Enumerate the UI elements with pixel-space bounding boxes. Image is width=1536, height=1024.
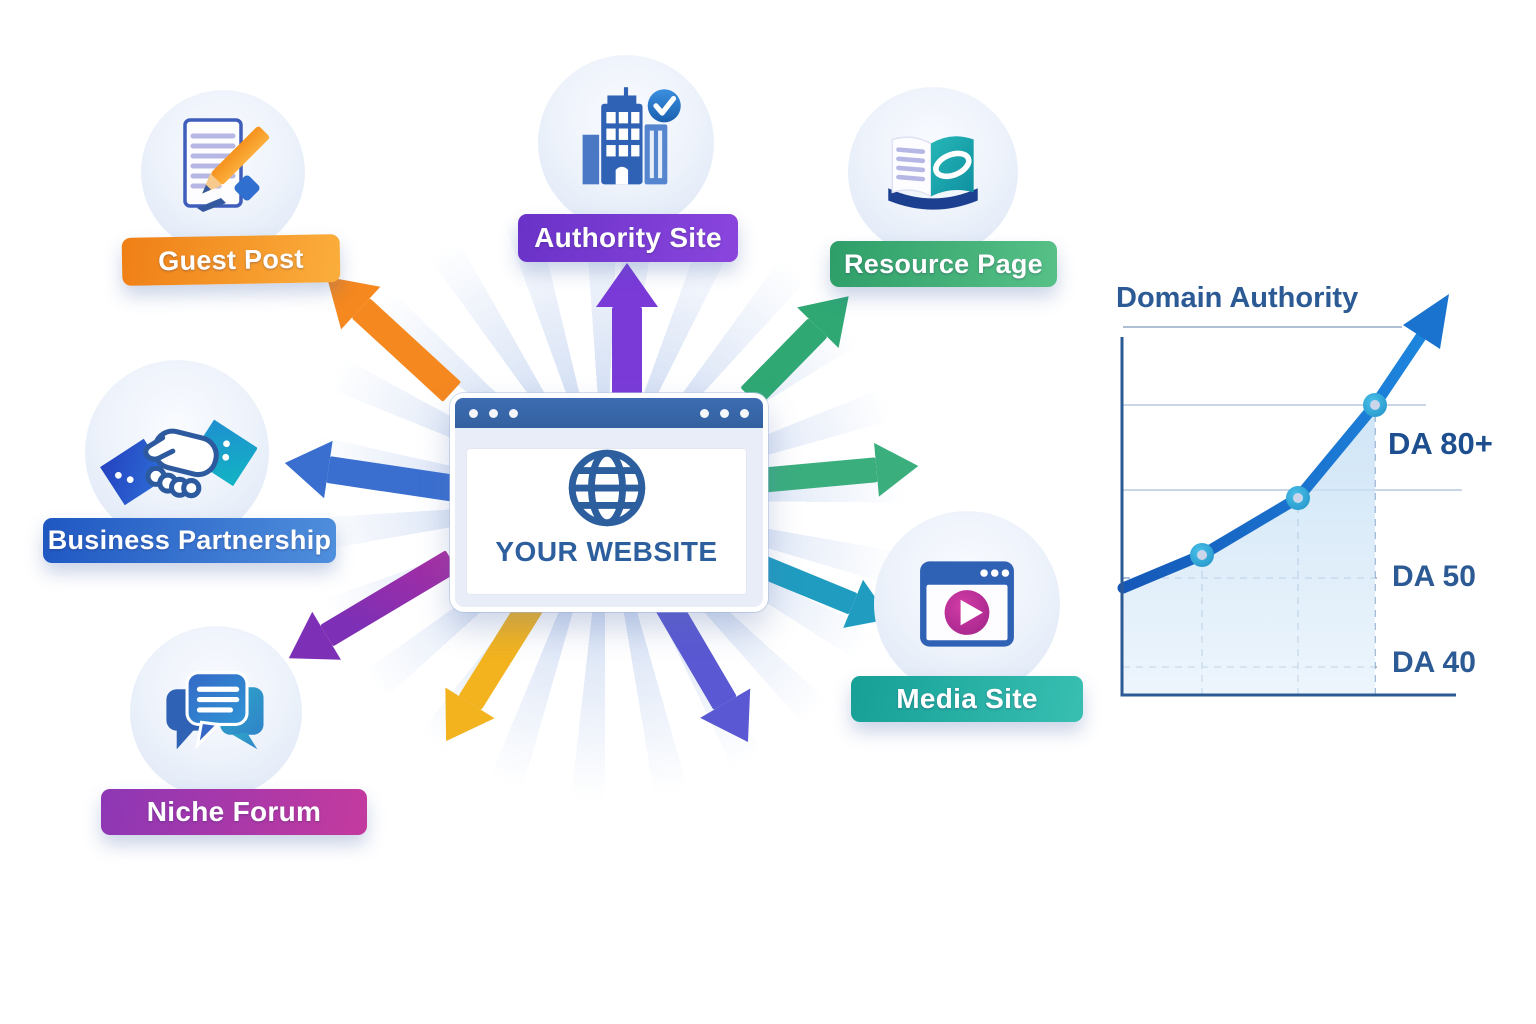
globe-icon xyxy=(568,449,645,527)
resource-page-label: Resource Page xyxy=(830,241,1057,287)
da-50-label: DA 50 xyxy=(1392,560,1476,593)
da-80-label: DA 80+ xyxy=(1388,426,1493,461)
building-check-icon xyxy=(582,87,681,185)
growth-arrow-head xyxy=(1403,294,1449,349)
guest-post-text: Guest Post xyxy=(157,243,305,276)
resource-page-text: Resource Page xyxy=(844,248,1043,279)
browser-titlebar xyxy=(455,398,763,428)
titlebar-dots-right xyxy=(700,408,749,418)
media-site-label: Media Site xyxy=(851,676,1083,722)
website-content-panel: YOUR WEBSITE xyxy=(466,448,747,595)
data-point-markers xyxy=(1190,393,1387,567)
window-dot xyxy=(700,408,709,418)
window-dot xyxy=(740,408,749,418)
open-book-icon xyxy=(888,136,978,210)
guest-post-label: Guest Post xyxy=(121,234,341,286)
authority-site-label: Authority Site xyxy=(518,214,738,262)
media-site-circle xyxy=(874,511,1060,697)
chart-title: Domain Authority xyxy=(1116,282,1359,314)
video-player-icon xyxy=(920,561,1014,647)
resource-page-circle xyxy=(848,87,1018,257)
window-dot xyxy=(469,408,478,418)
handshake-icon xyxy=(100,419,257,506)
business-partnership-circle xyxy=(85,360,269,544)
business-partnership-text: Business Partnership xyxy=(47,525,332,555)
da-40-label: DA 40 xyxy=(1392,646,1476,679)
authority-site-circle xyxy=(538,55,714,231)
window-dot xyxy=(489,408,498,418)
window-dot xyxy=(509,408,518,418)
document-pencil-icon xyxy=(183,118,270,212)
domain-authority-chart xyxy=(1117,294,1462,697)
niche-forum-label: Niche Forum xyxy=(101,789,367,835)
your-website-window: YOUR WEBSITE xyxy=(450,393,768,612)
titlebar-dots-left xyxy=(469,408,518,418)
chat-bubbles-icon xyxy=(166,671,264,750)
media-site-text: Media Site xyxy=(896,683,1038,714)
window-dot xyxy=(720,408,729,418)
authority-site-text: Authority Site xyxy=(534,222,722,253)
website-title: YOUR WEBSITE xyxy=(495,536,718,567)
guest-post-circle xyxy=(141,90,305,254)
niche-forum-text: Niche Forum xyxy=(146,796,322,827)
niche-forum-circle xyxy=(130,626,302,798)
business-partnership-label: Business Partnership xyxy=(43,518,336,563)
area-fill xyxy=(1123,405,1375,694)
